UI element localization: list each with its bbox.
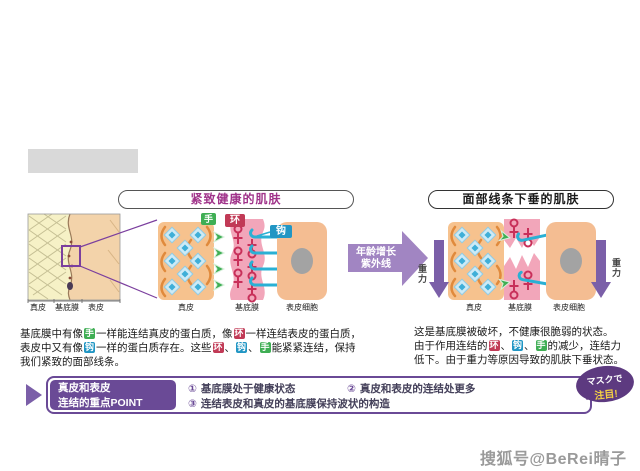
point-heading: 真皮和表皮 连结的重点POINT: [50, 380, 176, 410]
point-number: ③: [188, 398, 197, 410]
sagging-epidermis-cells-label: 表皮细胞: [553, 303, 585, 312]
hand-chip: 手: [535, 340, 547, 351]
paragraph-line: 表皮中又有像钩一样的蛋白质存在。这些环、钩、手能紧紧连结，保持: [20, 341, 361, 355]
gravity-label-left: 重力: [417, 264, 427, 284]
point-text: 连结表皮和真皮的基底膜保持波状的构造: [200, 398, 390, 410]
ring-chip: 环: [488, 340, 500, 351]
text-segment: 由于作用连结的: [414, 340, 488, 352]
healthy-skin-title: 紧致健康的肌肤: [118, 190, 354, 209]
broken-membrane-bottom: [504, 253, 540, 300]
text-segment: 一样的蛋白质存在。这些: [96, 342, 212, 354]
mini-dermis-label: 真皮: [30, 303, 46, 312]
redacted-title-bar: [28, 149, 138, 173]
hook-chip: 钩: [84, 342, 96, 353]
sagging-membrane-label: 基底膜: [508, 303, 532, 312]
hook-chip: 钩: [512, 340, 524, 351]
hand-protein-icon: [213, 231, 225, 243]
hand-chip: 手: [259, 342, 271, 353]
point-text: 基底膜处于健康状态: [200, 383, 296, 395]
sagging-dermis-label: 真皮: [466, 303, 482, 312]
hook-badge: 钩: [270, 225, 292, 238]
mask-attention-bubble: マスクで 注目!: [574, 363, 636, 405]
ring-chip: 环: [212, 342, 224, 353]
uv-line2: 紫外线: [361, 259, 391, 270]
ring-badge: 环: [225, 214, 245, 227]
point-arrow-icon: [26, 384, 42, 406]
hand-chip: 手: [84, 328, 96, 339]
healthy-epidermis-cells-label: 表皮细胞: [286, 303, 318, 312]
paragraph-line: 我们紧致的面部线条。: [20, 356, 125, 368]
text-segment: 、: [224, 342, 236, 354]
ring-chip: 环: [233, 328, 245, 339]
dermis-crosshatch: [28, 213, 67, 300]
aging-cause-text: 年龄增长 紫外线: [349, 247, 403, 271]
magnifier-box: [61, 245, 81, 267]
sagging-description: 这是基底膜被破坏，不健康很脆弱的状态。 由于作用连结的环、钩、手的减少，连结力 …: [414, 325, 624, 367]
hand-badge: 手: [201, 213, 216, 225]
point-text: 真皮和表皮的连结处更多: [359, 383, 476, 395]
text-segment: 一样连结表皮的蛋白质，: [245, 328, 362, 340]
basement-membrane-line: [67, 213, 73, 301]
paragraph-line: 这是基底膜被破坏，不健康很脆弱的状态。: [414, 326, 614, 338]
mini-skin-diagram: [27, 213, 158, 303]
paragraph-line: 低下。由于重力等原因导致的肌肤下垂状态。: [414, 354, 624, 366]
hand-protein-icon: [213, 279, 225, 291]
text-segment: 的减少，连结力: [547, 340, 622, 352]
text-segment: 基底膜中有像: [20, 328, 83, 340]
text-segment: 、: [524, 340, 535, 352]
aging-line1: 年龄增长: [356, 247, 396, 258]
aging-cause-arrow: [348, 231, 428, 286]
text-segment: 、: [500, 340, 512, 352]
hand-protein-icon: [213, 263, 225, 275]
mini-epidermis-label: 表皮: [88, 303, 104, 312]
gravity-label-right: 重力: [611, 258, 621, 278]
point-heading-line2: 连结的重点POINT: [58, 397, 143, 409]
point-number: ①: [188, 383, 197, 395]
sagging-skin-diagram: [429, 218, 611, 300]
point-heading-line1: 真皮和表皮: [58, 382, 111, 394]
healthy-description: 基底膜中有像手一样能连结真皮的蛋白质，像环一样连结表皮的蛋白质， 表皮中又有像钩…: [20, 327, 361, 369]
hand-protein-icon: [213, 247, 225, 259]
sagging-skin-title: 面部线条下垂的肌肤: [428, 190, 614, 209]
text-segment: 、: [248, 342, 259, 354]
paragraph-line: 基底膜中有像手一样能连结真皮的蛋白质，像环一样连结表皮的蛋白质，: [20, 327, 361, 341]
healthy-membrane-label: 基底膜: [235, 303, 259, 312]
healthy-dermis-label: 真皮: [178, 303, 194, 312]
text-segment: 能紧紧连结，保持: [271, 342, 356, 354]
hook-chip: 钩: [236, 342, 248, 353]
dermis-block: [448, 222, 504, 300]
sohu-watermark: 搜狐号@BeRei晴子: [480, 451, 627, 468]
mini-membrane-label: 基底膜: [55, 303, 79, 312]
gravity-arrow-left: [429, 240, 449, 298]
point-number: ②: [347, 383, 356, 395]
broken-membrane-top: [504, 219, 540, 248]
text-segment: 表皮中又有像: [20, 342, 83, 354]
paragraph-line: 由于作用连结的环、钩、手的减少，连结力: [414, 339, 624, 353]
healthy-skin-diagram: [158, 219, 327, 303]
text-segment: 一样能连结真皮的蛋白质，像: [96, 328, 233, 340]
dermis-block: [158, 222, 214, 300]
epidermis-cell-block: [546, 222, 596, 300]
